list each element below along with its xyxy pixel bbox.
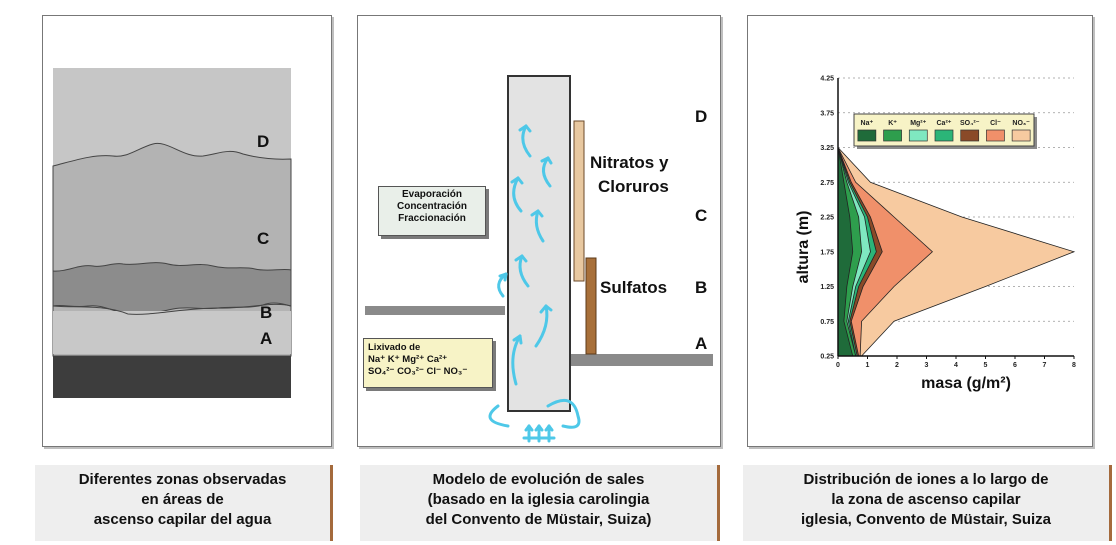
wall-column (507, 75, 571, 412)
caption-model-line1: Modelo de evolución de sales (432, 471, 645, 488)
left-ledge (365, 306, 505, 315)
chlorides-label: Cloruros (598, 177, 669, 196)
legend-label-2: Mg²⁺ (910, 120, 926, 127)
legend-label-4: SO₄²⁻ (960, 120, 980, 127)
zone-label-a: A (260, 329, 273, 348)
zone-label-c: C (257, 229, 270, 248)
moisture-arrows (488, 124, 581, 443)
concentration-text: Concentración (396, 201, 467, 212)
y-tick-label-0: 0.25 (820, 354, 834, 361)
y-tick-label-1: 0.75 (820, 319, 834, 326)
y-tick-label-3: 1.75 (820, 249, 834, 256)
ion-chart: 0.25 0.75 1.25 1.75 2.25 2.75 3.25 3.75 4.25 0 1 2 3… (795, 76, 1076, 393)
x-tick-label-3: 3 (925, 362, 929, 369)
level-c-label: C (695, 206, 708, 225)
caption-zones-line2: en áreas de (141, 491, 224, 508)
x-tick-label-7: 7 (1043, 362, 1047, 369)
caption-zones-line1: Diferentes zonas observadas (78, 471, 287, 488)
legend-swatch-0 (857, 129, 877, 142)
x-tick-label-1: 1 (866, 362, 870, 369)
y-tick-label-4: 2.25 (820, 215, 834, 222)
wall-zones-illustration (52, 68, 292, 398)
evaporation-text: Evaporación (401, 189, 463, 200)
y-tick-label-2: 1.25 (820, 284, 834, 291)
zone-a (53, 311, 291, 354)
caption-model: Modelo de evolución de sales (basado en … (360, 465, 720, 541)
leaching-cations: Na⁺ K⁺ Mg²⁺ Ca²⁺ (368, 354, 448, 365)
nitrate-bar (573, 120, 585, 282)
legend-swatch-1 (883, 129, 902, 142)
legend-swatch-3 (934, 129, 954, 142)
x-tick-label-2: 2 (895, 362, 899, 369)
area-0 (837, 147, 854, 357)
legend-swatch-4 (960, 129, 980, 142)
y-tick-label-5: 2.75 (820, 180, 834, 187)
leaching-title: Lixivado de (368, 342, 421, 353)
x-tick-label-8: 8 (1072, 362, 1076, 369)
x-axis-label: masa (g/m²) (921, 375, 1011, 392)
caption-distribution-line3: iglesia, Convento de Müstair, Suiza (800, 511, 1052, 528)
zone-label-b: B (260, 303, 273, 322)
legend-swatch-6 (1011, 129, 1031, 142)
level-a-label: A (695, 334, 708, 353)
y-tick-label-8: 4.25 (820, 76, 834, 83)
legend-swatch-2 (908, 129, 928, 142)
x-tick-label-4: 4 (954, 362, 958, 369)
level-b-label: B (695, 278, 708, 297)
caption-zones: Diferentes zonas observadas en áreas de … (35, 465, 333, 541)
caption-distribution-line2: la zona de ascenso capilar (831, 491, 1021, 508)
y-tick-label-7: 3.75 (820, 110, 834, 117)
area-6 (837, 146, 1076, 357)
caption-zones-line3: ascenso capilar del agua (93, 511, 272, 528)
leaching-box: Lixivado de Na⁺ K⁺ Mg²⁺ Ca²⁺ SO₄²⁻ CO₃²⁻… (363, 338, 493, 388)
zone-b-edge (52, 303, 292, 315)
evaporation-box: Evaporación Concentración Fraccionación (378, 186, 486, 236)
legend-label-6: NO₃⁻ (1012, 120, 1030, 127)
right-floor (571, 354, 713, 366)
level-d-label: D (695, 107, 708, 126)
legend-label-0: Na⁺ (861, 120, 874, 127)
legend-label-3: Ca²⁺ (937, 120, 952, 127)
caption-distribution-line1: Distribución de iones a lo largo de (803, 471, 1049, 488)
x-tick-label-5: 5 (984, 362, 988, 369)
area-5 (837, 147, 933, 357)
caption-model-line3: del Convento de Müstair, Suiza) (425, 511, 652, 528)
zones-panel: D C B A (42, 15, 332, 447)
x-tick-label-6: 6 (1013, 362, 1017, 369)
salt-model-illustration (365, 75, 713, 443)
legend-label-5: Cl⁻ (990, 120, 1001, 127)
legend-label-1: K⁺ (888, 120, 897, 127)
legend-swatch-5 (986, 129, 1005, 142)
zone-label-d: D (257, 132, 270, 151)
sulfates-label: Sulfatos (600, 278, 668, 297)
ion-distribution-panel: 0.25 0.75 1.25 1.75 2.25 2.75 3.25 3.75 4.25 0 1 2 3… (747, 15, 1093, 447)
fractionation-text: Fraccionación (398, 213, 466, 224)
y-tick-label-6: 3.25 (820, 145, 834, 152)
leaching-anions: SO₄²⁻ CO₃²⁻ Cl⁻ NO₃⁻ (368, 366, 468, 377)
x-tick-label-0: 0 (836, 362, 840, 369)
caption-distribution: Distribución de iones a lo largo de la z… (743, 465, 1112, 541)
salt-model-panel: Evaporación Concentración Fraccionación … (357, 15, 721, 447)
nitrates-label: Nitratos y (590, 153, 669, 172)
y-axis-label: altura (m) (795, 211, 812, 284)
sulfate-bar (585, 257, 597, 355)
ground-strip (53, 356, 291, 398)
caption-model-line2: (basado en la iglesia carolingia (427, 491, 650, 508)
